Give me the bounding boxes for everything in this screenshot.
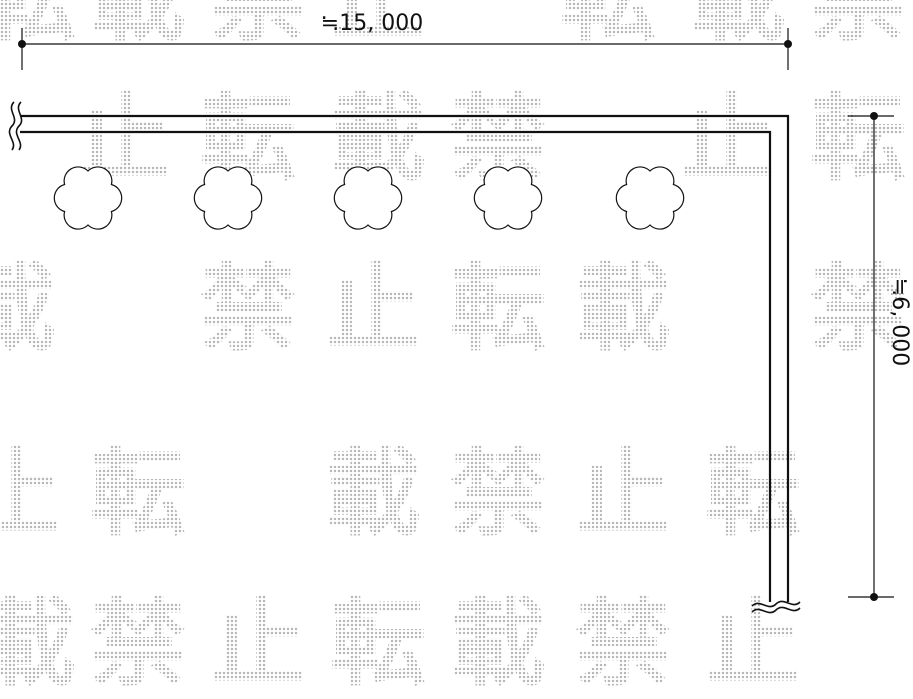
site-plan: ≒15, 000 ≒6, 000 — [8, 11, 912, 614]
shrub-icon — [615, 166, 685, 230]
shrub-icon — [193, 166, 263, 230]
shrub-icon — [473, 166, 543, 230]
shrub-icon — [53, 166, 123, 230]
height-dimension-label: ≒6, 000 — [887, 278, 912, 366]
tree-row — [53, 166, 685, 230]
height-dimension: ≒6, 000 — [848, 112, 912, 601]
shrub-icon — [333, 166, 403, 230]
width-dimension-label: ≒15, 000 — [321, 11, 423, 36]
break-mark-left — [8, 101, 23, 151]
break-mark-bottom — [751, 600, 801, 614]
width-dimension: ≒15, 000 — [18, 11, 792, 70]
wall-outline — [20, 114, 790, 602]
